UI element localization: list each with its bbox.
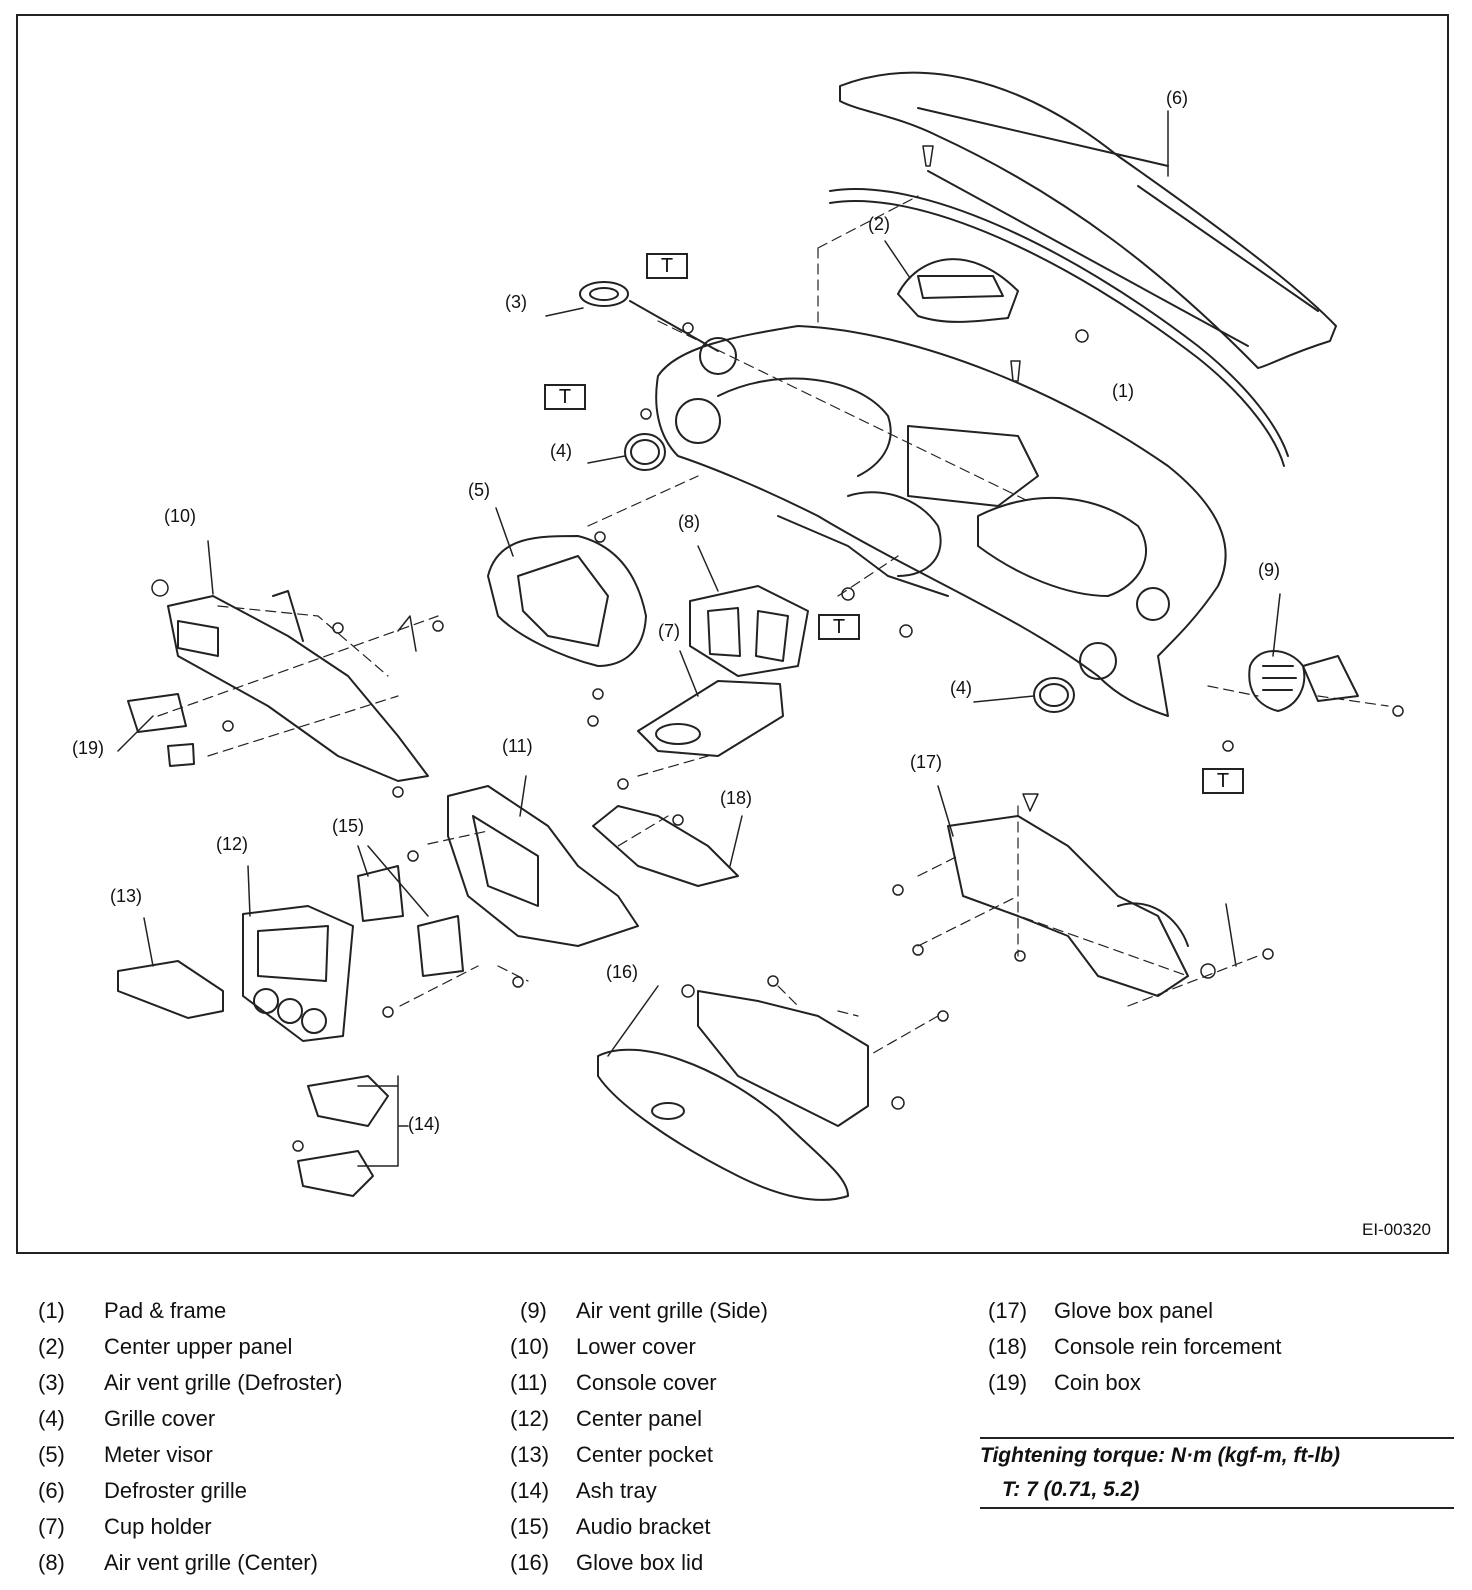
torque-mark: T: [818, 614, 860, 640]
rule-top: [980, 1437, 1454, 1439]
callout-13: (13): [110, 886, 143, 906]
callout-16: (16): [606, 962, 639, 982]
callout-18: (18): [720, 788, 753, 808]
torque-mark: T: [646, 253, 688, 279]
torque-mark: T: [544, 384, 586, 410]
center-panel-part: [242, 905, 354, 1042]
grille-cover-right-part: [1033, 677, 1075, 713]
torque-heading: Tightening torque: N·m (kgf-m, ft-lb): [980, 1444, 1341, 1467]
diagram-drawing: [117, 71, 1404, 1201]
callout-4-right: (4): [950, 678, 972, 698]
coin-box-part: [127, 693, 195, 767]
meter-visor-part: [487, 535, 647, 667]
torque-value: T: 7 (0.71, 5.2): [1002, 1478, 1140, 1501]
cup-holder-part: [637, 680, 784, 757]
console-reinforcement-part: [592, 805, 739, 887]
rule-bottom: [980, 1507, 1454, 1509]
center-pocket-part: [117, 960, 224, 1019]
callout-3: (3): [505, 292, 527, 312]
leader-lines: [117, 110, 1281, 1167]
lower-cover-part: [167, 590, 429, 782]
console-cover-part: [447, 785, 639, 947]
defroster-grille-part: [829, 71, 1337, 467]
callout-6: (6): [1166, 88, 1188, 108]
callout-19: (19): [72, 738, 105, 758]
callout-2: (2): [868, 214, 890, 234]
callout-8: (8): [678, 512, 700, 532]
callout-12: (12): [216, 834, 249, 854]
torque-spec: Tightening torque: N·m (kgf-m, ft-lb) T:…: [980, 1437, 1454, 1509]
center-upper-panel-part: [897, 258, 1019, 323]
exploded-diagram: (6) (2) (3) (1) (4) (5) (10) (8) (9) (7)…: [16, 14, 1449, 1254]
callout-15: (15): [332, 816, 365, 836]
callout-4-left: (4): [550, 441, 572, 461]
glove-box-lid-part: [597, 990, 869, 1201]
callout-17: (17): [910, 752, 943, 772]
glove-box-panel-part: [947, 815, 1189, 997]
center-vent-part: [689, 585, 809, 677]
ash-tray-part: [297, 1075, 389, 1197]
grille-cover-left-part: [624, 433, 666, 471]
audio-bracket-part: [357, 865, 464, 977]
torque-mark: T: [1202, 768, 1244, 794]
callout-1: (1): [1112, 381, 1134, 401]
assembly-lines: [157, 195, 1389, 1057]
callout-5: (5): [468, 480, 490, 500]
callout-14: (14): [408, 1114, 441, 1134]
callout-10: (10): [164, 506, 197, 526]
pad-frame-part: [655, 325, 1227, 717]
side-vent-part: [1248, 650, 1359, 712]
callout-9: (9): [1258, 560, 1280, 580]
callout-7: (7): [658, 621, 680, 641]
figure-id: EI-00320: [1362, 1220, 1431, 1239]
fasteners: [151, 145, 1404, 1152]
defroster-vent-part: [579, 281, 719, 352]
callout-11: (11): [502, 736, 533, 756]
